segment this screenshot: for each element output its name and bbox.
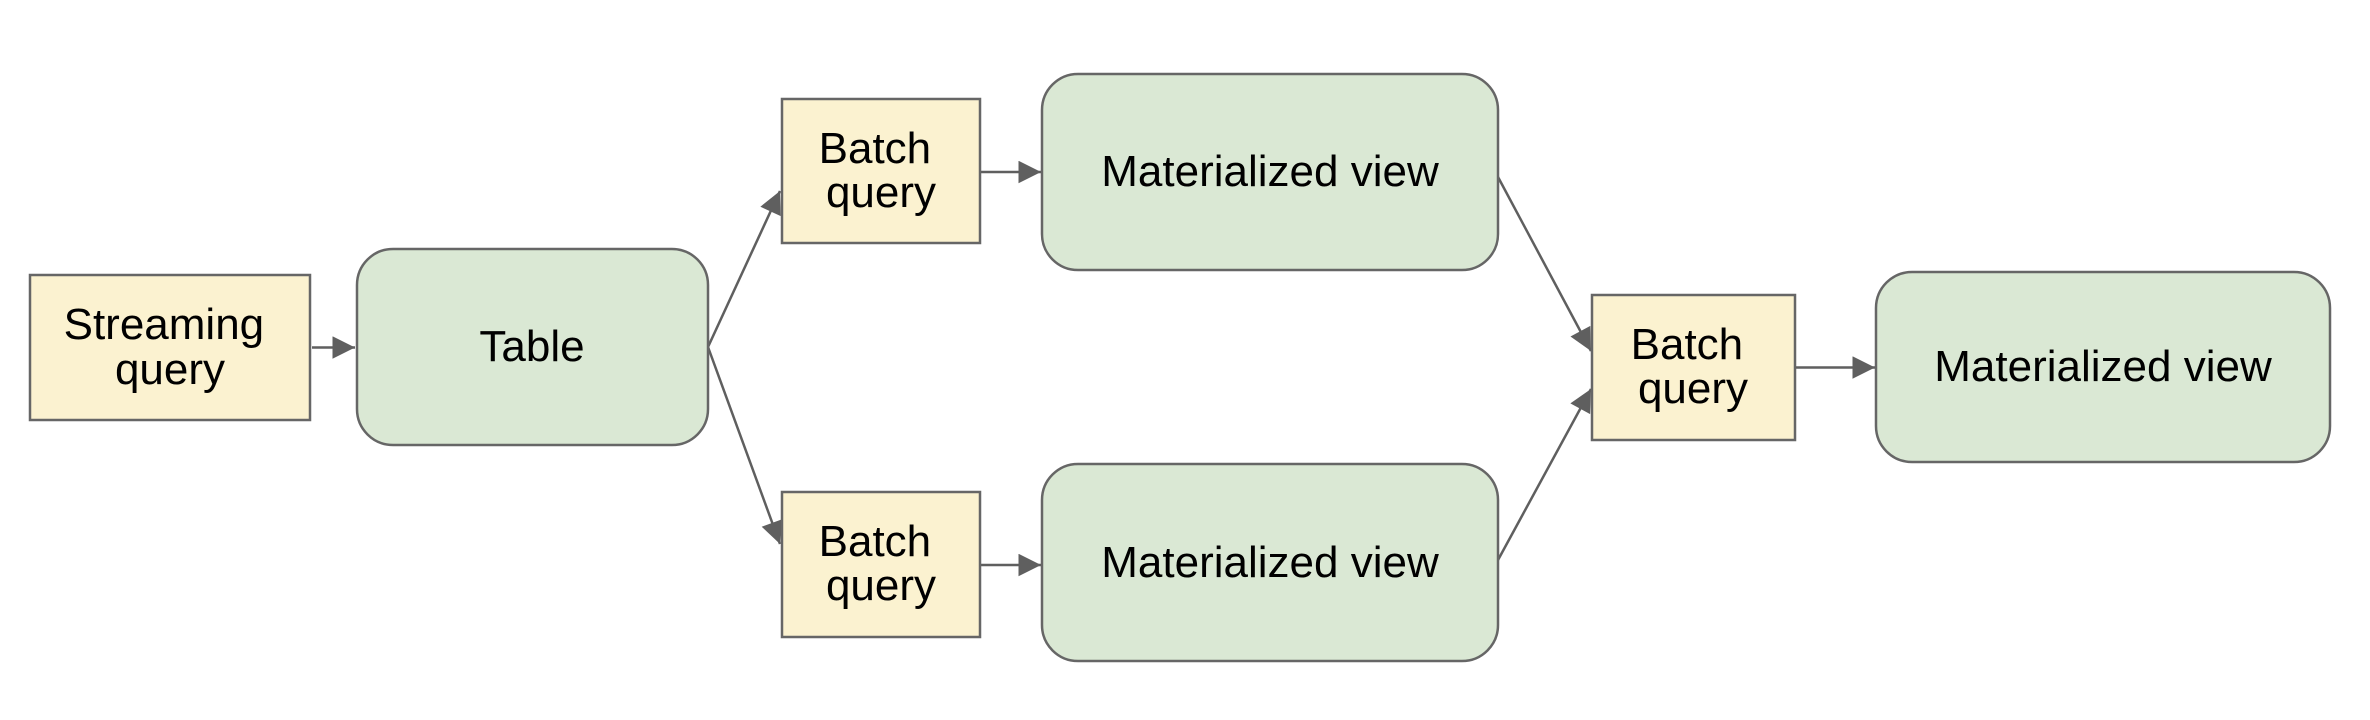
node-materialized-view-bottom: Materialized view bbox=[1040, 462, 1500, 663]
node-batch-query-bottom: Batch query bbox=[780, 490, 982, 639]
edge-materialized-view-top-to-batch-query-right bbox=[1496, 176, 1593, 352]
materialized-view-bottom-label: Materialized view bbox=[1101, 538, 1439, 587]
materialized-view-top-label: Materialized view bbox=[1101, 147, 1439, 196]
materialized-view-right-box bbox=[1874, 270, 2332, 464]
edge-table-to-batch-query-bottom bbox=[706, 346, 783, 545]
node-materialized-view-right: Materialized view bbox=[1874, 270, 2332, 464]
batch-query-top-label: Batch query bbox=[819, 124, 944, 217]
batch-query-right-box bbox=[1590, 293, 1797, 442]
batch-query-right-label: Batch query bbox=[1631, 320, 1756, 413]
batch-query-bottom-box bbox=[780, 490, 982, 639]
materialized-view-top-box bbox=[1040, 72, 1500, 272]
batch-query-top-box bbox=[780, 97, 982, 245]
edge-table-to-batch-query-top bbox=[706, 190, 782, 348]
edges bbox=[312, 160, 1875, 577]
node-batch-query-top: Batch query bbox=[780, 97, 982, 245]
node-materialized-view-top: Materialized view bbox=[1040, 72, 1500, 272]
materialized-view-bottom-box bbox=[1040, 462, 1500, 663]
materialized-view-right-label: Materialized view bbox=[1934, 342, 2272, 391]
node-streaming-query: Streaming query bbox=[28, 273, 312, 422]
table-box bbox=[355, 247, 710, 447]
streaming-query-label: Streaming query bbox=[64, 300, 277, 394]
node-batch-query-right: Batch query bbox=[1590, 293, 1797, 442]
edge-materialized-view-bottom-to-batch-query-right bbox=[1496, 388, 1593, 561]
nodes: Streaming query Table Batch query Materi… bbox=[28, 72, 2332, 663]
streaming-query-box bbox=[28, 273, 312, 422]
table-label: Table bbox=[479, 322, 584, 371]
batch-query-bottom-label: Batch query bbox=[819, 517, 944, 610]
node-table: Table bbox=[355, 247, 710, 447]
